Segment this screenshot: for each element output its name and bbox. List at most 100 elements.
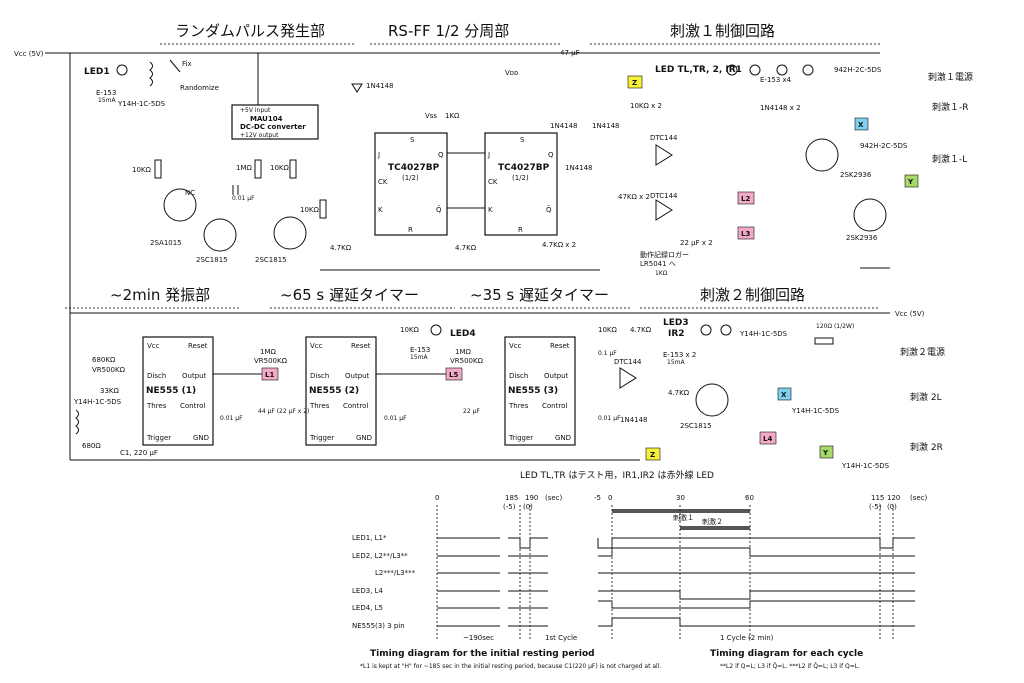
pin-k-a: K (378, 206, 383, 214)
q2sc1815-s2-label: 2SC1815 (680, 422, 712, 430)
ir2-symbol (720, 324, 732, 336)
pin-qb-b: Q̄ (546, 205, 552, 214)
r4-7k-x2-label: 4.7KΩ x 2 (542, 241, 576, 249)
header-delay35: ~35 s 遅延タイマー (470, 286, 609, 304)
tick-right-60: 60 (745, 494, 754, 502)
first-cycle-label: 1st Cycle (545, 634, 577, 642)
tag-x-top-label: X (858, 121, 864, 129)
tag-l2 (737, 191, 755, 205)
pin-r-b: R (518, 226, 523, 234)
tick-left-m5: (-5) (503, 503, 516, 511)
r10k-ne2-label: 10KΩ (400, 326, 419, 334)
e153-led4-label: E-153 (410, 346, 430, 354)
r10k-label-2: 10KΩ (270, 164, 289, 172)
pin-reset-1: Reset (188, 342, 208, 350)
tag-l2-label: L2 (741, 195, 750, 203)
relay-switch (169, 59, 181, 73)
dtc144-upper-label: DTC144 (650, 134, 678, 142)
dtc144-s2-label: DTC144 (614, 358, 642, 366)
footnote-left: *L1 is kept at "H" for ~185 sec in the i… (360, 663, 661, 670)
tag-x-bottom (777, 387, 792, 401)
relay-942h-label: 942H-2C-5DS (860, 142, 908, 150)
pin-gnd-3: GND (555, 434, 571, 442)
diode-symbol (351, 83, 363, 93)
relay-y14h-s2-label: Y14H-1C-5DS (739, 330, 788, 338)
r1k-logger-label: 1KΩ (655, 270, 668, 277)
relay-942h-top-label: 942H-2C-5DS (834, 66, 882, 74)
vcc-mid-label: Vcc (5V) (895, 310, 925, 318)
header-rsff: RS-FF 1/2 分周部 (388, 22, 509, 40)
ne555-3-box (504, 336, 576, 446)
d1n4148-label-2: 1N4148 (550, 122, 578, 130)
dcdc-label: DC-DC converter (240, 123, 306, 131)
tick-right-p0: (0) (887, 503, 897, 511)
r4-7k-label: 4.7KΩ (330, 244, 352, 252)
pin-output-2: Output (345, 372, 370, 380)
pin-trigger-1: Trigger (146, 434, 171, 442)
pin-vcc-3: Vcc (509, 342, 522, 350)
c001-ne1-label: 0.01 µF (220, 415, 243, 422)
tick-left-0: 0 (435, 494, 439, 502)
tick-right-30: 30 (676, 494, 685, 502)
fet-2sk2936-a (805, 138, 839, 172)
tick-right-0: 0 (608, 494, 612, 502)
tick-right-115: 115 (871, 494, 884, 502)
relay-y-label: Y14H-1C-5DS (841, 462, 890, 470)
vss-label: Vss (425, 112, 437, 120)
pin-trigger-3: Trigger (508, 434, 533, 442)
resistor-120 (814, 337, 834, 345)
pin-disch-2: Disch (310, 372, 329, 380)
ir2-label: IR2 (668, 329, 685, 339)
dtc144-lower (655, 199, 673, 221)
cycle-label: 1 Cycle (2 min) (720, 634, 774, 642)
left-span-label: ~190sec (463, 634, 494, 642)
c47-label: 47 µF (560, 49, 580, 57)
ne555-2-label: NE555 (2) (309, 386, 359, 396)
ne555-2-box (305, 336, 377, 446)
nc-label: NC (185, 189, 195, 197)
tick-right-120: 120 (887, 494, 900, 502)
r1m-ne2-label: 1MΩ (260, 348, 276, 356)
tick-left-190: 190 (525, 494, 538, 502)
led-ir1 (802, 64, 814, 76)
r4-7k-label-2: 4.7KΩ (455, 244, 477, 252)
ne555-1-box (142, 336, 214, 446)
q2sa1015-label: 2SA1015 (150, 239, 182, 247)
tc4027-a-half: (1/2) (402, 174, 419, 182)
header-delay65: ~65 s 遅延タイマー (280, 286, 419, 304)
led1-symbol (116, 64, 128, 76)
pin-gnd-2: GND (356, 434, 372, 442)
relay-y14h-label: Y14H-1C-5DS (117, 100, 166, 108)
stim1-r-label: 刺激１-R (932, 101, 969, 113)
stim2-bar-label: 刺激２ (702, 517, 723, 526)
transistor-2sa1015 (163, 188, 197, 222)
tag-l1-label: L1 (265, 371, 274, 379)
pin-thres-2: Thres (309, 402, 330, 410)
pin-q-b: Q (548, 151, 554, 159)
pin-thres-3: Thres (508, 402, 529, 410)
dtc144-upper (655, 144, 673, 166)
transistor-2sc1815 (203, 218, 237, 252)
c001-ne3-label: 0.01 µF (598, 415, 621, 422)
pin-vcc-2: Vcc (310, 342, 323, 350)
q2sc1815-label: 2SC1815 (196, 256, 228, 264)
tick-left-sec: (sec) (545, 494, 563, 502)
tag-l3-label: L3 (741, 230, 750, 238)
footnote-right: **L2 if Q=L; L3 if Q̄=L. ***L2 if Q̄=L; … (720, 663, 860, 670)
tc4027-a-box (374, 132, 448, 236)
pin-gnd-1: GND (193, 434, 209, 442)
pin-k-b: K (488, 206, 493, 214)
pin-control-1: Control (180, 402, 205, 410)
pin-s-b: S (520, 136, 525, 144)
tag-x-bottom-label: X (781, 391, 787, 399)
wave-right-led3 (598, 590, 915, 600)
tc4027-b-label: TC4027BP (498, 163, 550, 173)
stim1-bar-label: 刺激１ (673, 513, 694, 522)
r10k-label-3: 10KΩ (300, 206, 319, 214)
relay-coil-ne1 (75, 409, 79, 435)
led-2 (776, 64, 788, 76)
tag-l3 (737, 226, 755, 240)
ne555-3-label: NE555 (3) (508, 386, 558, 396)
e153-x2-label: E-153 x 2 (663, 351, 696, 359)
pin-ck-a: CK (378, 178, 388, 186)
